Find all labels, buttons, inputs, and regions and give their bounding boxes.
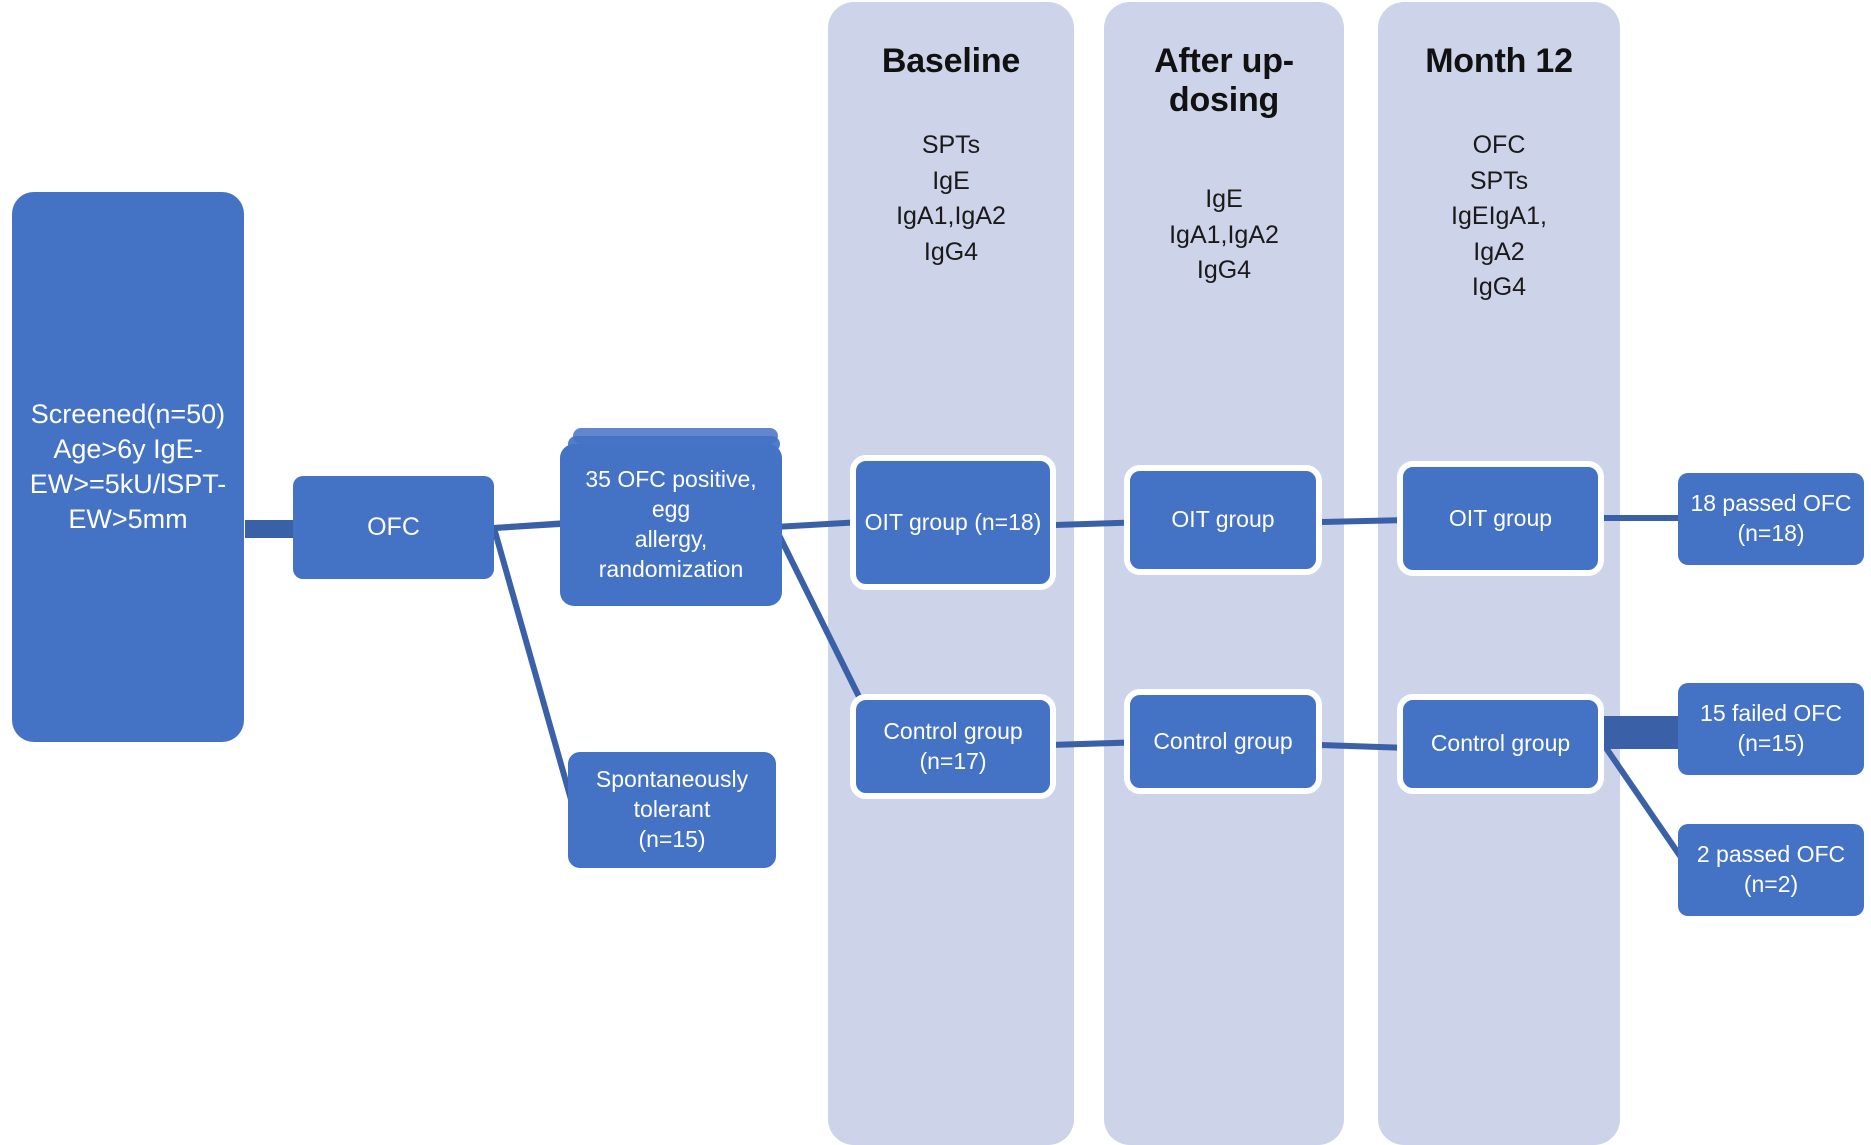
node-control-baseline-label: Control group (n=17) (883, 717, 1023, 774)
connector-control-to-failed-ofc (1600, 716, 1686, 749)
node-oit-baseline-label: OIT group (n=18) (864, 508, 1042, 535)
node-passed-ofc-18[interactable]: 18 passed OFC (n=18) (1678, 473, 1864, 565)
node-oit-updosing-label: OIT group (1171, 506, 1275, 533)
node-spontaneously-tolerant[interactable]: Spontaneously tolerant (n=15) (568, 752, 776, 868)
node-control-baseline[interactable]: Control group (n=17) (850, 694, 1056, 799)
node-oit-month12[interactable]: OIT group (1397, 461, 1604, 576)
node-screened[interactable]: Screened(n=50) Age>6y IgE- EW>=5kU/lSPT-… (12, 192, 244, 742)
node-passed-ofc-18-label: 18 passed OFC (n=18) (1690, 490, 1852, 546)
node-randomization-label: 35 OFC positive, egg allergy, randomizat… (585, 466, 757, 582)
node-passed-ofc-2[interactable]: 2 passed OFC (n=2) (1678, 824, 1864, 916)
node-failed-ofc-15-label: 15 failed OFC (n=15) (1700, 700, 1842, 756)
connector-screened-to-ofc (245, 520, 301, 538)
node-control-month12[interactable]: Control group (1397, 694, 1604, 794)
node-control-updosing-label: Control group (1153, 727, 1293, 754)
node-randomization[interactable]: 35 OFC positive, egg allergy, randomizat… (560, 444, 782, 606)
node-control-updosing[interactable]: Control group (1124, 689, 1322, 794)
node-control-month12-label: Control group (1430, 730, 1571, 757)
phase-title-baseline: Baseline (881, 42, 1021, 80)
node-spontaneously-tolerant-label: Spontaneously tolerant (n=15) (595, 766, 749, 852)
phase-assays-baseline: SPTs IgE IgA1,IgA2 IgG4 (896, 131, 1006, 266)
phase-title-month-12: Month 12 (1425, 42, 1573, 80)
node-passed-ofc-2-label: 2 passed OFC (n=2) (1696, 841, 1846, 897)
node-failed-ofc-15[interactable]: 15 failed OFC (n=15) (1678, 683, 1864, 775)
node-ofc-label: OFC (367, 513, 420, 542)
node-oit-updosing[interactable]: OIT group (1124, 465, 1322, 575)
phase-title-after-up-dosing: After up- dosing (1154, 42, 1294, 120)
phase-assays-after-up-dosing: IgE IgA1,IgA2 IgG4 (1169, 185, 1279, 284)
node-screened-label: Screened(n=50) Age>6y IgE- EW>=5kU/lSPT-… (29, 398, 227, 535)
node-oit-baseline[interactable]: OIT group (n=18) (850, 455, 1056, 590)
node-ofc[interactable]: OFC (293, 476, 494, 579)
phase-assays-month-12: OFC SPTs IgEIgA1, IgA2 IgG4 (1451, 131, 1547, 301)
node-oit-month12-label: OIT group (1448, 504, 1553, 531)
